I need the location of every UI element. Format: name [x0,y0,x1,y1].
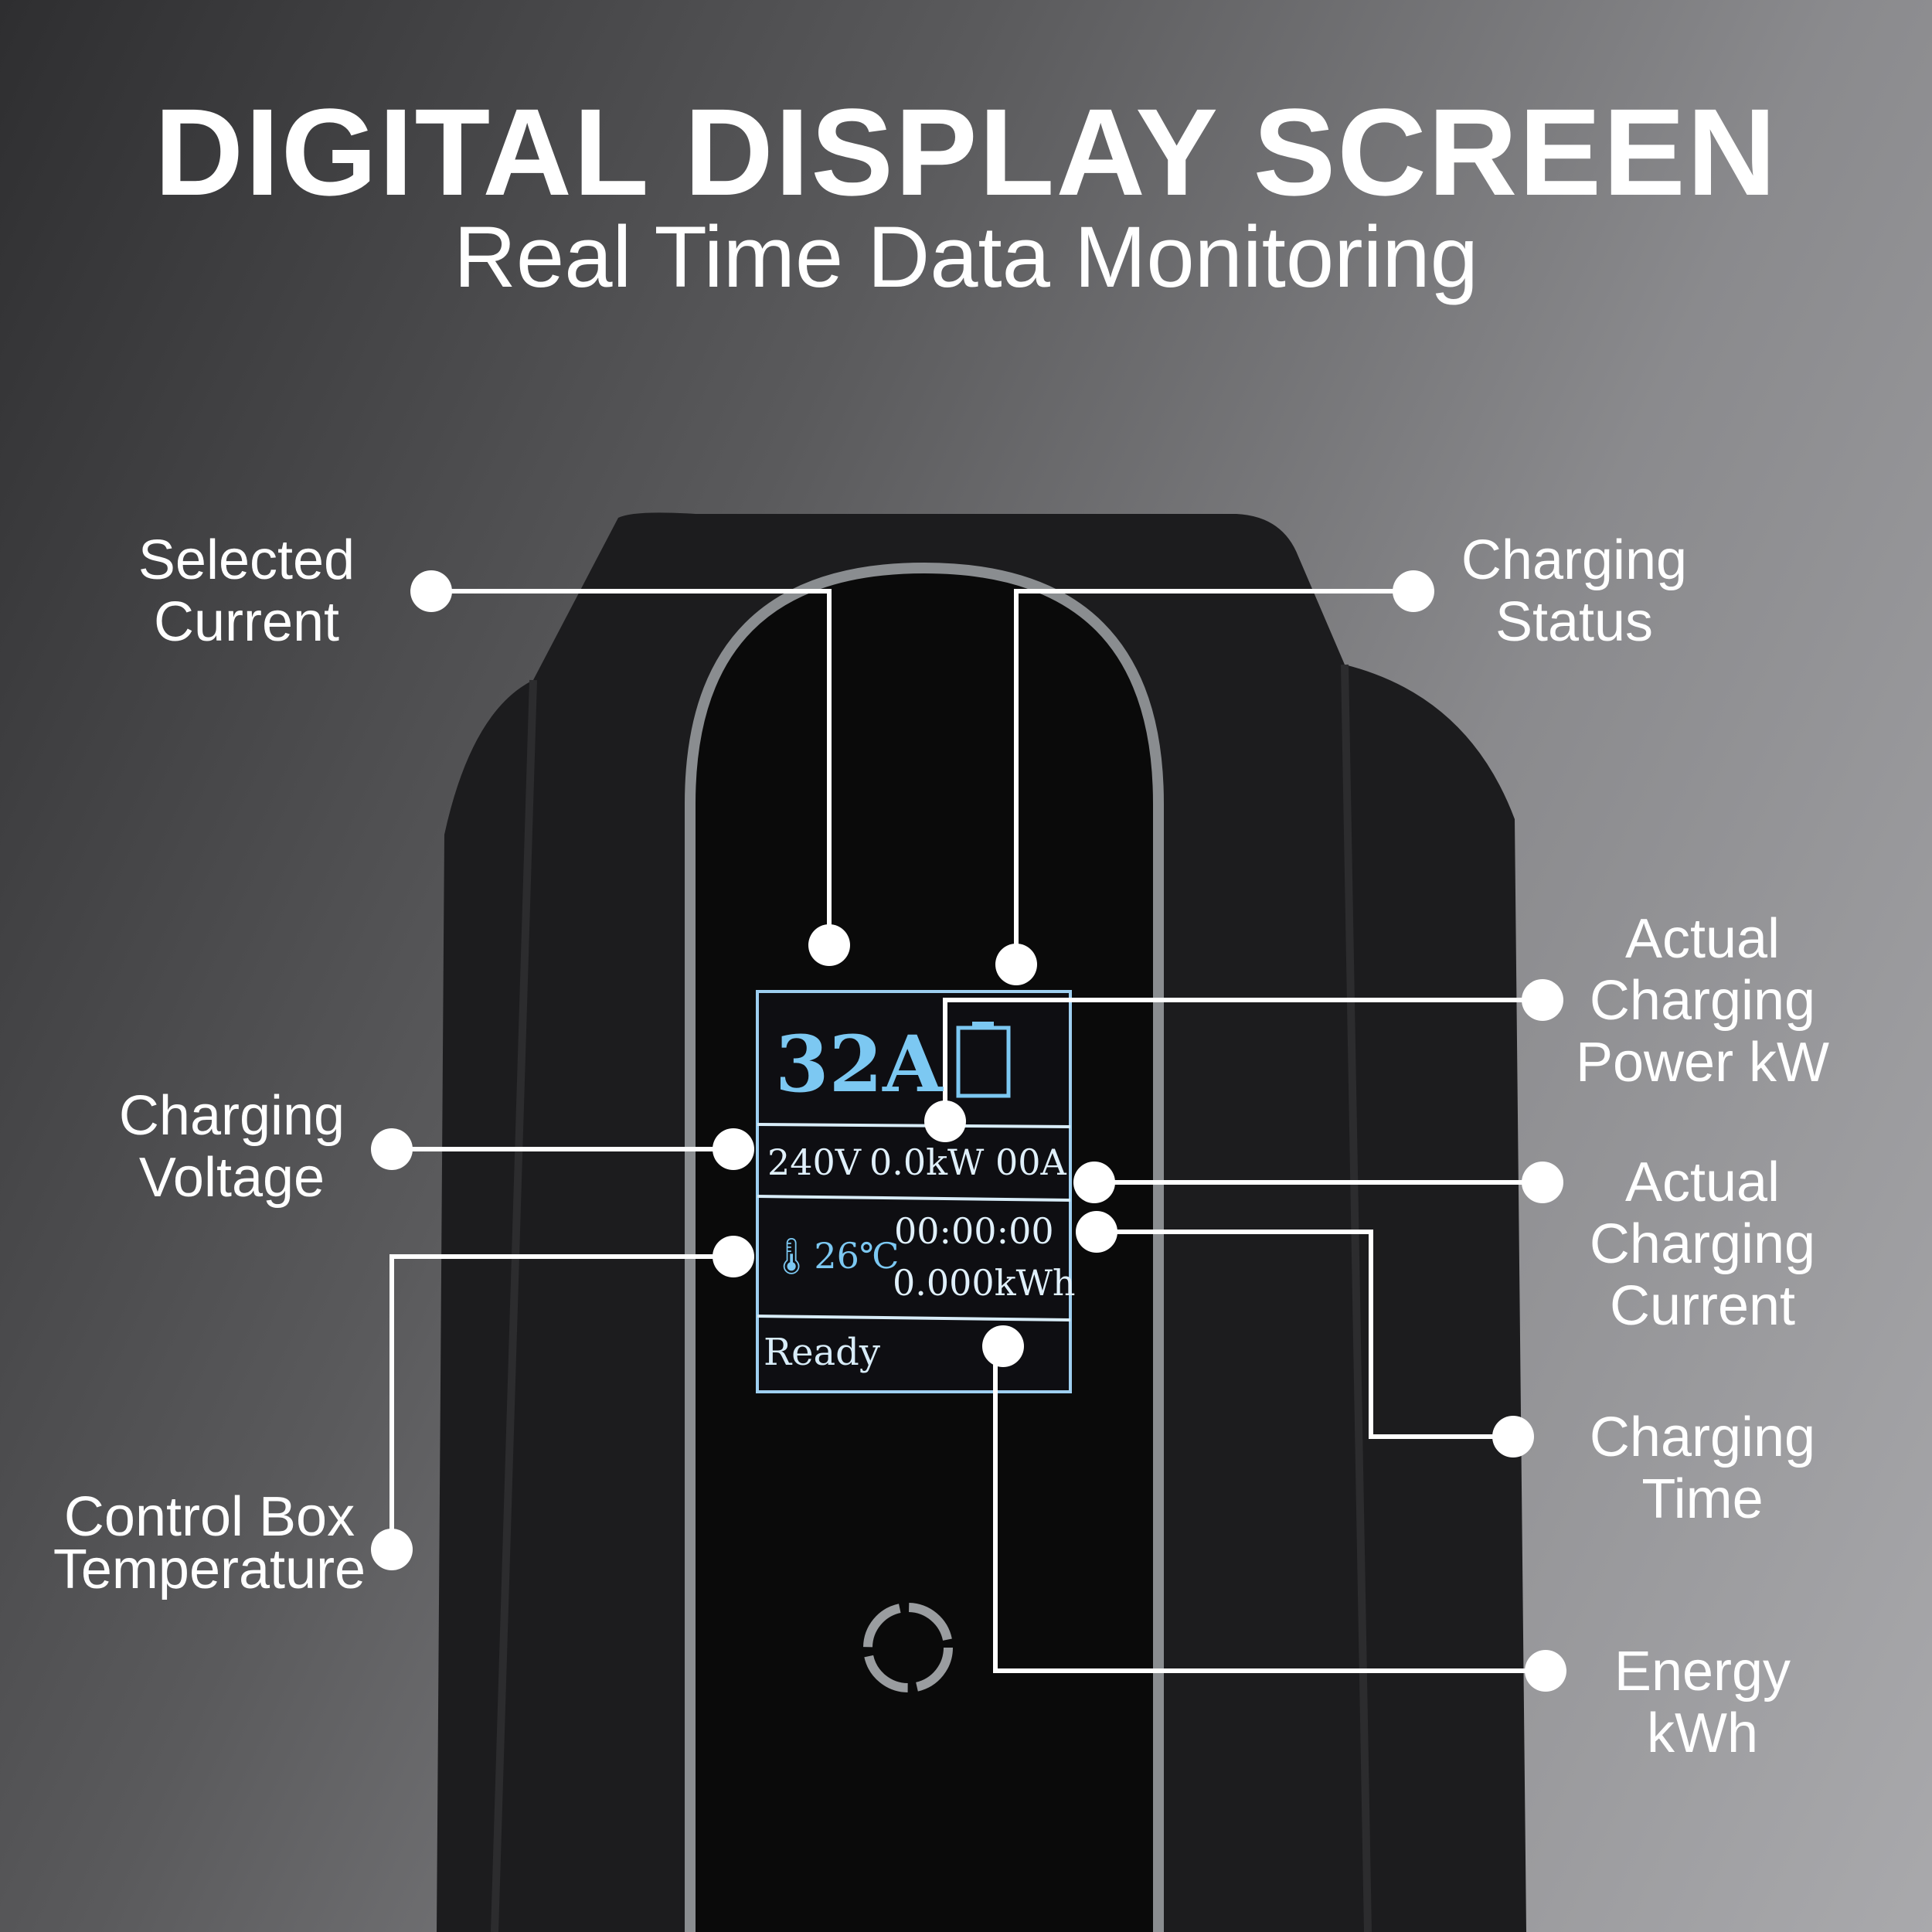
selected-current-readout: 32A [775,1019,943,1110]
energy-readout: 0.000kWh [893,1262,1076,1304]
status-readout: Ready [764,1331,881,1374]
voltage-readout: 240V [767,1141,862,1183]
page-title: DIGITAL DISPLAY SCREEN [154,83,1778,221]
callout-dots [371,570,1566,1692]
current-readout: 00A [995,1141,1066,1183]
page-subtitle: Real Time Data Monitoring [454,209,1478,305]
power-button-icon [863,1603,953,1692]
charger-body-edge-left [491,679,537,1932]
power-readout: 0.0kW [869,1141,985,1183]
charger-body-edge-right [1341,664,1372,1932]
thermometer-icon: 🌡 [769,1235,815,1277]
time-readout: 00:00:00 [894,1210,1054,1252]
temperature-readout: 🌡26℃ [769,1235,899,1277]
lcd-screen [756,990,1072,1393]
temperature-value: 26℃ [814,1235,900,1277]
